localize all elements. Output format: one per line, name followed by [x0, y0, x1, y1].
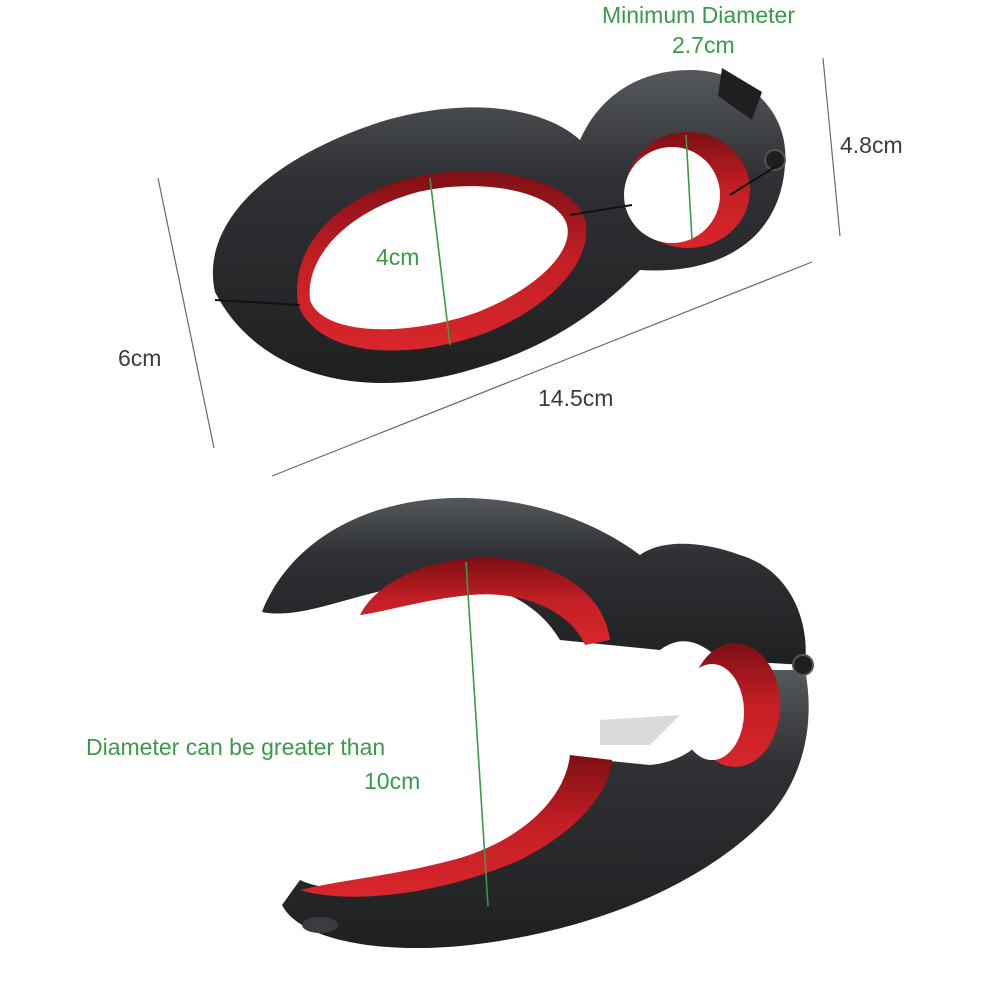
closed-small-loop-hole: [624, 147, 720, 243]
open-diameter-line1: Diameter can be greater than: [86, 734, 386, 760]
height-dimension-line: [822, 57, 841, 237]
open-metal-teeth: [600, 715, 680, 745]
open-upper-arm-grip: [360, 557, 610, 645]
closed-parting-line: [214, 164, 779, 306]
height-small-label: 4.8cm: [840, 132, 903, 158]
closed-large-loop-hole: [309, 186, 568, 330]
closed-hinge-pin: [764, 149, 786, 171]
open-lower-arm-grip: [300, 755, 612, 897]
open-lower-arm-body: [282, 670, 809, 949]
open-measure-line: [465, 561, 489, 907]
open-diameter-line2: 10cm: [364, 768, 421, 794]
large-loop-measure-line: [429, 177, 451, 346]
min-diameter-value: 2.7cm: [672, 32, 735, 58]
min-diameter-title: Minimum Diameter: [602, 2, 795, 28]
small-loop-measure-line: [685, 134, 693, 241]
open-hinge-pin: [792, 654, 814, 676]
open-small-loop-hole: [680, 664, 744, 760]
width-left-label: 6cm: [118, 345, 162, 371]
width-dimension-line: [157, 177, 215, 449]
closed-opener: [212, 68, 786, 384]
open-lower-end-button: [302, 917, 338, 933]
length-dimension-line: [271, 261, 813, 477]
closed-top-clip: [718, 68, 762, 120]
length-total-label: 14.5cm: [538, 385, 614, 411]
open-opener: [262, 497, 814, 949]
inner-large-label: 4cm: [376, 244, 420, 270]
